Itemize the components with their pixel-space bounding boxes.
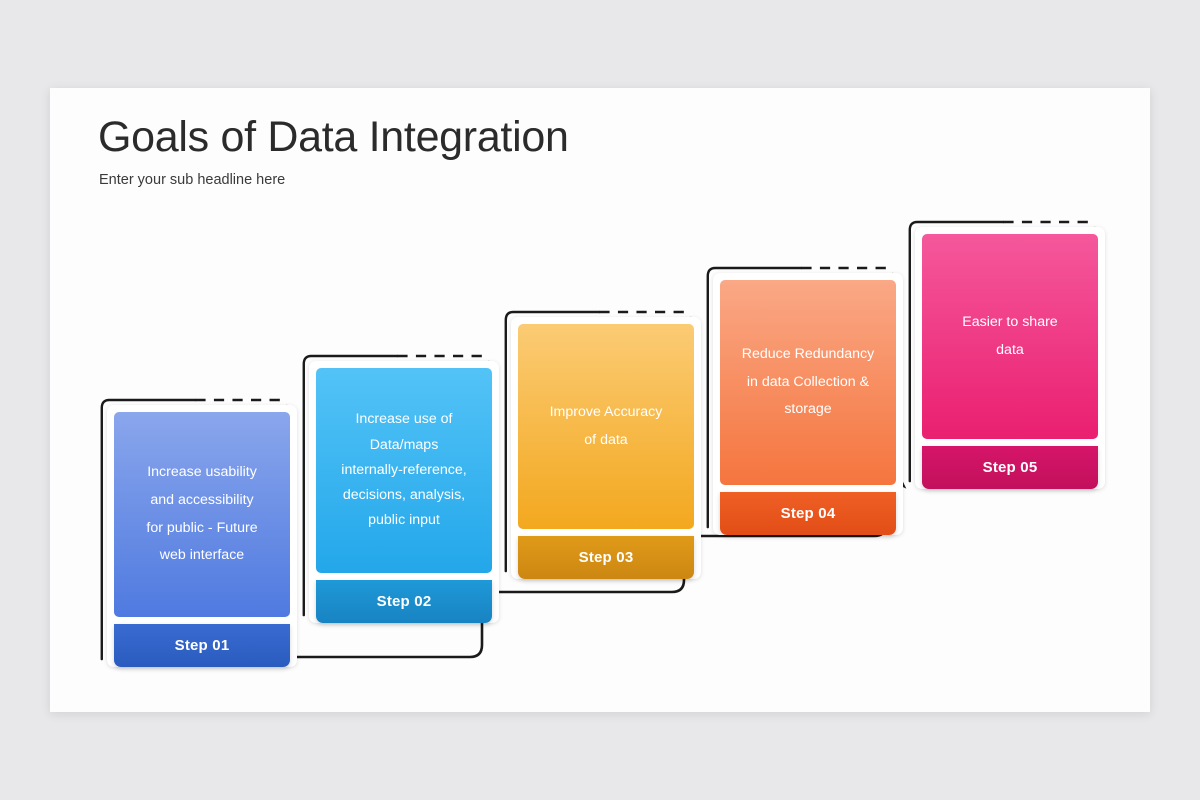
step-card-fill-05: Easier to share data	[922, 234, 1098, 439]
step-card-05[interactable]: Easier to share data Step 05	[907, 219, 1105, 489]
step-card-footer-02[interactable]: Step 02	[316, 580, 492, 623]
step-card-body-01: Increase usability and accessibility for…	[107, 405, 297, 667]
step-card-fill-04: Reduce Redundancy in data Collection & s…	[720, 280, 896, 485]
step-card-fill-01: Increase usability and accessibility for…	[114, 412, 290, 617]
step-card-04[interactable]: Reduce Redundancy in data Collection & s…	[705, 265, 903, 535]
step-card-body-02: Increase use of Data/maps internally-ref…	[309, 361, 499, 623]
step-card-footer-03[interactable]: Step 03	[518, 536, 694, 579]
slide-canvas: Goals of Data Integration Enter your sub…	[50, 88, 1150, 712]
step-card-label-05: Step 05	[982, 459, 1038, 476]
step-card-text-02: Increase use of Data/maps internally-ref…	[341, 411, 467, 529]
step-card-01[interactable]: Increase usability and accessibility for…	[99, 397, 297, 667]
step-card-text-03: Improve Accuracy of data	[549, 403, 663, 448]
step-card-label-03: Step 03	[578, 549, 634, 566]
step-card-footer-01[interactable]: Step 01	[114, 624, 290, 667]
step-card-text-01: Increase usability and accessibility for…	[146, 464, 258, 564]
page-subtitle: Enter your sub headline here	[99, 172, 286, 188]
step-card-body-05: Easier to share data Step 05	[915, 227, 1105, 489]
step-card-body-03: Improve Accuracy of data Step 03	[511, 317, 701, 579]
step-card-label-02: Step 02	[376, 593, 432, 610]
step-card-body-04: Reduce Redundancy in data Collection & s…	[713, 273, 903, 535]
step-card-label-04: Step 04	[780, 505, 836, 522]
step-card-text-04: Reduce Redundancy in data Collection & s…	[741, 345, 875, 418]
step-card-fill-02: Increase use of Data/maps internally-ref…	[316, 368, 492, 573]
step-card-text-05: Easier to share data	[962, 313, 1058, 358]
step-card-fill-03: Improve Accuracy of data	[518, 324, 694, 529]
step-card-footer-04[interactable]: Step 04	[720, 492, 896, 535]
step-card-03[interactable]: Improve Accuracy of data Step 03	[503, 309, 701, 579]
step-card-footer-05[interactable]: Step 05	[922, 446, 1098, 489]
step-card-label-01: Step 01	[174, 637, 230, 654]
step-card-02[interactable]: Increase use of Data/maps internally-ref…	[301, 353, 499, 623]
page-title: Goals of Data Integration	[98, 113, 569, 161]
